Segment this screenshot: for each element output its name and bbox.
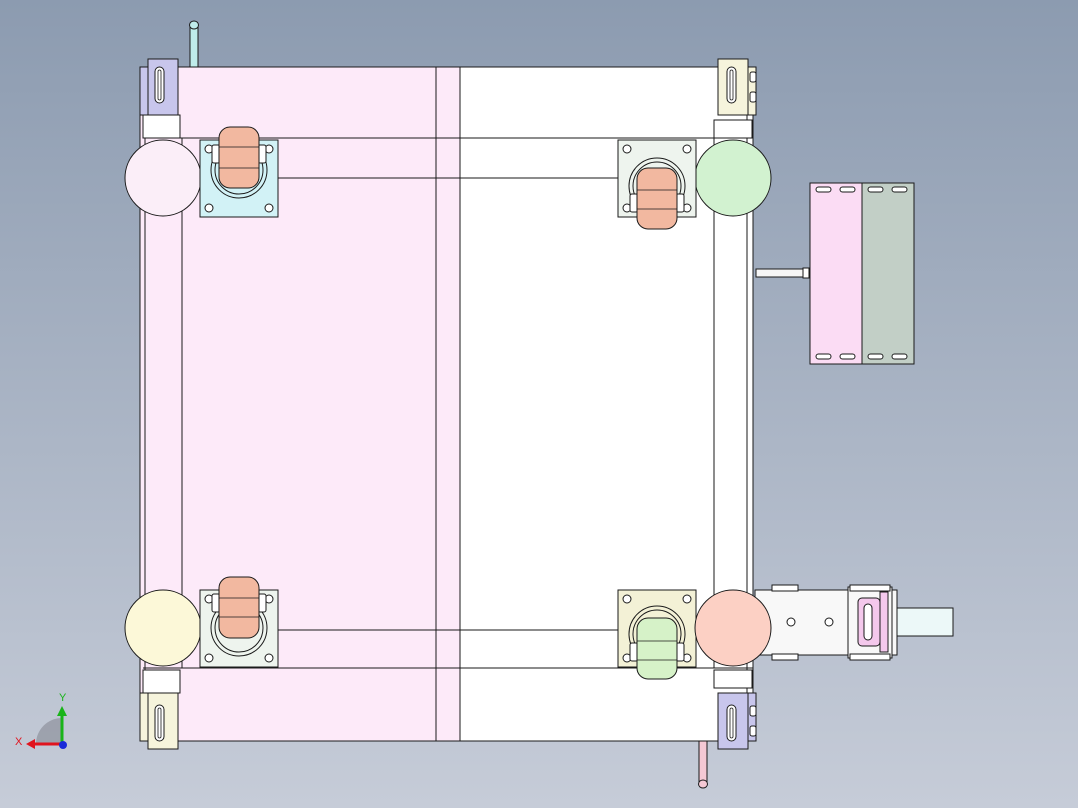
caster-top-left[interactable] bbox=[199, 126, 279, 218]
side-panel-grey[interactable] bbox=[861, 182, 915, 365]
bracket-top-right[interactable] bbox=[713, 58, 757, 139]
triad-z-axis bbox=[59, 741, 67, 749]
caster-bottom-left[interactable] bbox=[199, 576, 279, 668]
bumper-top-right[interactable] bbox=[694, 139, 772, 217]
side-connector-pin[interactable] bbox=[755, 267, 811, 279]
triad-x-arrowhead bbox=[26, 739, 35, 749]
side-panel-pink[interactable] bbox=[809, 182, 863, 365]
cylinder-assembly[interactable] bbox=[754, 584, 954, 661]
coordinate-triad: X Y bbox=[15, 692, 67, 749]
bracket-bottom-right[interactable] bbox=[713, 669, 757, 750]
triad-y-arrowhead bbox=[57, 706, 67, 716]
pin-top-left[interactable] bbox=[189, 20, 199, 69]
bracket-top-left[interactable] bbox=[139, 58, 181, 139]
triad-x-label: X bbox=[15, 736, 23, 748]
bumper-bottom-left[interactable] bbox=[124, 589, 202, 667]
caster-top-right[interactable] bbox=[617, 139, 697, 230]
bumper-bottom-right[interactable] bbox=[694, 589, 772, 667]
pin-bottom-right[interactable] bbox=[698, 740, 708, 789]
bumper-top-left[interactable] bbox=[124, 139, 202, 217]
triad-arc bbox=[36, 718, 62, 744]
triad-y-label: Y bbox=[59, 692, 67, 704]
bracket-bottom-left[interactable] bbox=[139, 669, 181, 750]
caster-bottom-right[interactable] bbox=[617, 589, 697, 680]
